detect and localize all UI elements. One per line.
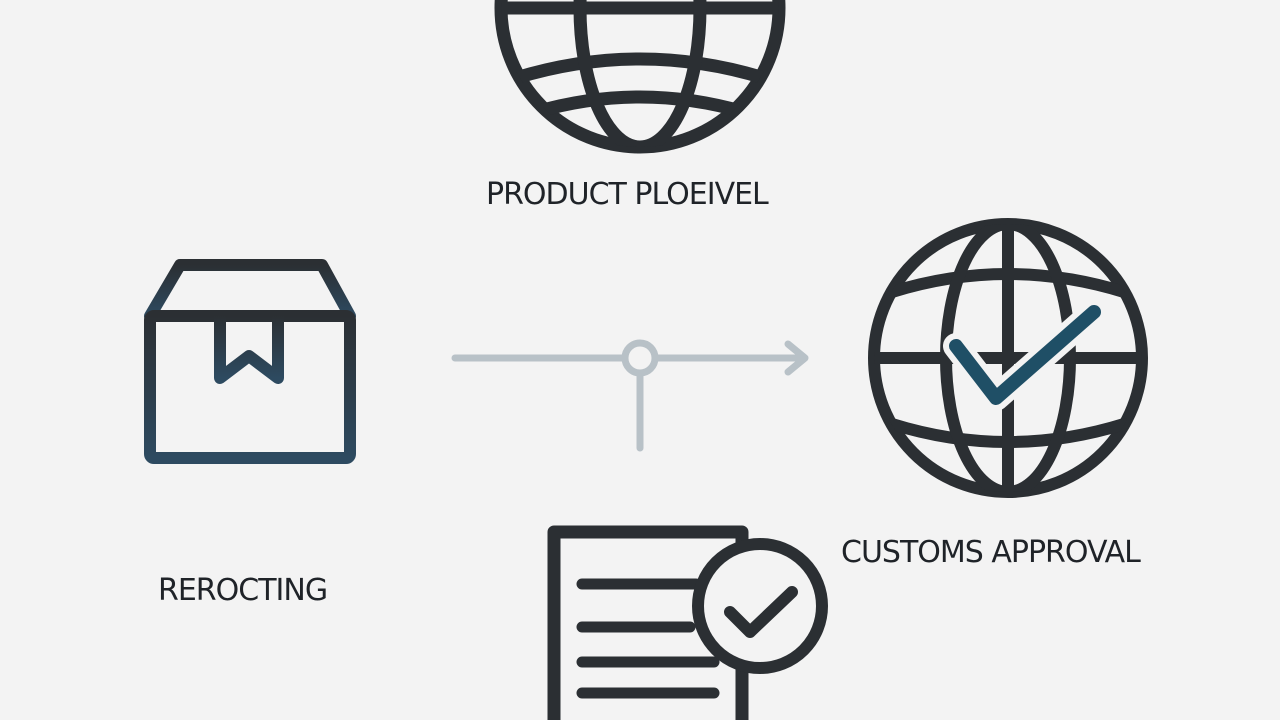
label-customs-approval: CUSTOMS APPROVAL [841,535,1141,570]
package-box-icon [144,259,356,464]
flow-arrow-connector [451,339,809,452]
globe-check-icon [868,218,1148,498]
document-check-icon [547,525,828,720]
label-product: PRODUCT PLOEIVEL [486,177,769,212]
globe-icon [494,0,786,154]
label-rerocting: REROCTING [158,573,328,608]
